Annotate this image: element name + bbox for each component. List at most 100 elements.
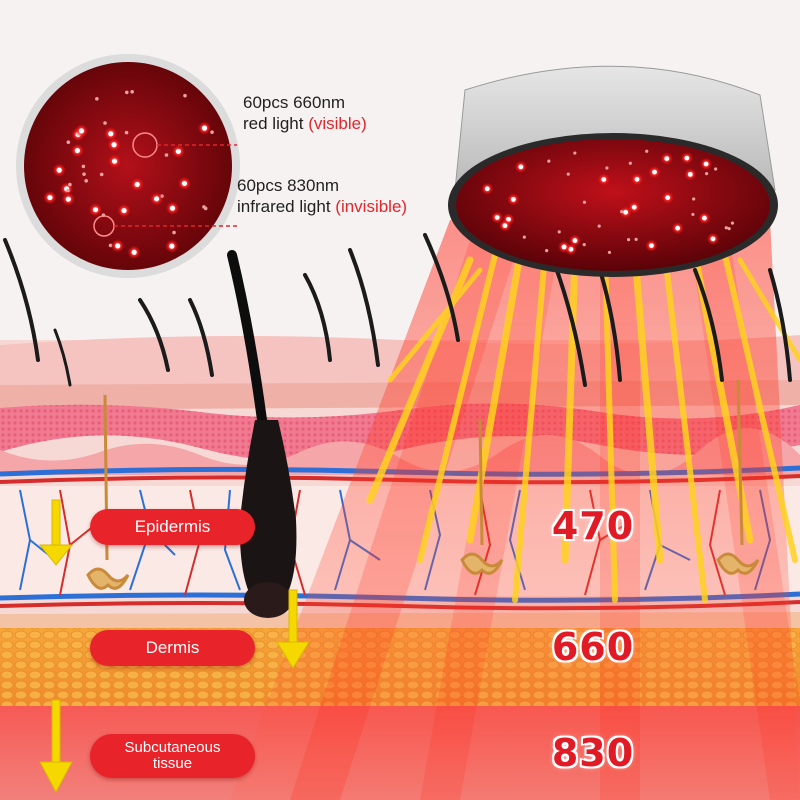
led-dot (628, 161, 632, 165)
led-dot (201, 125, 208, 131)
led-dot (557, 230, 561, 234)
led-dot (130, 89, 134, 94)
led-dot (634, 237, 638, 241)
led-dot (111, 142, 117, 148)
infrared-light-annotation: 60pcs 830nm infrared light (invisible) (237, 175, 407, 217)
led-dot (169, 205, 176, 211)
led-dot (56, 167, 62, 173)
led-dot (607, 250, 612, 255)
led-dot (620, 210, 624, 214)
led-dot (68, 182, 72, 187)
led-dot (210, 130, 214, 134)
led-dot (631, 204, 637, 210)
infrared-light-line1: 60pcs 830nm (237, 176, 340, 195)
red-light-annotation: 60pcs 660nm red light (visible) (243, 92, 367, 134)
led-dot (172, 230, 176, 235)
led-helmet-icon (448, 65, 778, 277)
led-dot (730, 221, 735, 225)
infrared-light-line2: infrared light (237, 197, 336, 216)
led-dot (84, 179, 88, 183)
led-dot (115, 243, 121, 249)
led-dot (605, 166, 609, 170)
led-dot (573, 151, 577, 155)
led-dot (703, 161, 709, 167)
led-dot (645, 149, 649, 153)
layer-label-subcutaneous-line1: Subcutaneous (124, 739, 221, 756)
led-zoom-circle-icon (16, 54, 240, 278)
wavelength-epidermis: 470 (551, 504, 635, 548)
led-dot (66, 188, 70, 193)
led-dot (203, 206, 208, 211)
led-dot (705, 172, 709, 176)
red-light-line1: 60pcs 660nm (243, 93, 346, 112)
led-dot (518, 164, 524, 170)
led-dot (183, 93, 187, 98)
led-dot (561, 244, 567, 250)
red-light-visible-tag: (visible) (308, 114, 367, 133)
led-dot (547, 159, 551, 163)
led-dot (691, 212, 695, 217)
led-dot (702, 215, 707, 221)
led-dot (66, 140, 71, 145)
led-dot (545, 248, 549, 253)
led-dot (692, 197, 696, 201)
led-dot (181, 180, 188, 187)
led-dot (572, 238, 578, 243)
led-dot (510, 196, 516, 202)
led-dot (665, 195, 671, 201)
hair-follicle-icon (227, 250, 297, 618)
led-dot (108, 131, 114, 137)
led-dot (74, 147, 81, 154)
led-dot (175, 148, 181, 155)
led-dot (597, 224, 601, 228)
led-dot (626, 238, 631, 242)
led-dot (652, 169, 657, 175)
led-dot (687, 171, 693, 177)
led-dot (78, 128, 85, 134)
led-dot (724, 226, 728, 230)
layer-label-subcutaneous-line2: tissue (152, 755, 193, 772)
down-arrow-icon (38, 499, 310, 794)
led-dot (92, 207, 99, 213)
led-dot (727, 227, 731, 231)
led-dot (65, 196, 71, 202)
layer-label-dermis: Dermis (90, 630, 255, 666)
led-dot (582, 243, 586, 247)
led-dot (124, 130, 129, 135)
layer-label-subcutaneous: Subcutaneous tissue (90, 734, 255, 778)
led-dot (714, 167, 718, 171)
led-dot (582, 200, 587, 204)
led-dot (121, 207, 127, 214)
led-dot (623, 209, 629, 215)
wavelength-subcutaneous: 830 (551, 731, 635, 775)
led-dot (601, 177, 607, 182)
led-dot (710, 236, 716, 242)
led-dot (684, 155, 690, 161)
layer-label-epidermis: Epidermis (90, 509, 255, 545)
led-dot (634, 176, 640, 182)
led-dot (99, 172, 104, 177)
led-dot (494, 215, 500, 220)
led-dot (484, 186, 490, 192)
led-dot (134, 181, 140, 188)
led-dot (664, 156, 670, 162)
led-dot (522, 235, 526, 239)
infrared-light-invisible-tag: (invisible) (335, 197, 408, 216)
wavelength-dermis: 660 (551, 625, 635, 669)
led-dot (95, 97, 99, 101)
led-dot (675, 225, 681, 231)
led-dot (169, 243, 175, 249)
led-dot (502, 223, 508, 229)
led-dot (47, 194, 53, 201)
led-dot (164, 153, 169, 157)
red-light-line2: red light (243, 114, 309, 133)
led-dot (153, 196, 160, 202)
led-dot (111, 158, 118, 164)
led-dot (81, 164, 86, 169)
led-dot (124, 90, 129, 95)
led-dot (566, 172, 570, 176)
led-dot (82, 172, 86, 176)
led-dot (131, 249, 137, 255)
